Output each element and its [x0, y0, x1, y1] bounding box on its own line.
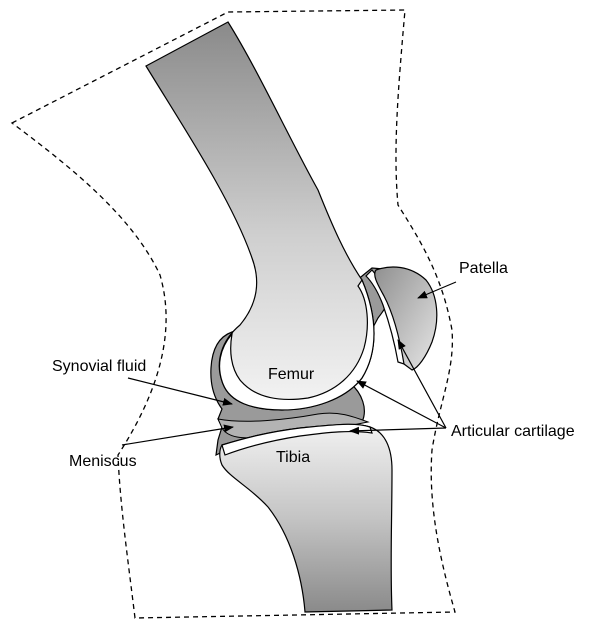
label-articular-cartilage: Articular cartilage — [451, 423, 575, 440]
meniscus-arrow — [122, 427, 233, 445]
label-synovial-fluid: Synovial fluid — [52, 358, 146, 375]
label-patella: Patella — [459, 260, 508, 277]
label-meniscus: Meniscus — [69, 453, 137, 470]
label-femur: Femur — [268, 366, 315, 383]
label-tibia: Tibia — [276, 449, 310, 466]
femur-bone — [146, 22, 374, 410]
